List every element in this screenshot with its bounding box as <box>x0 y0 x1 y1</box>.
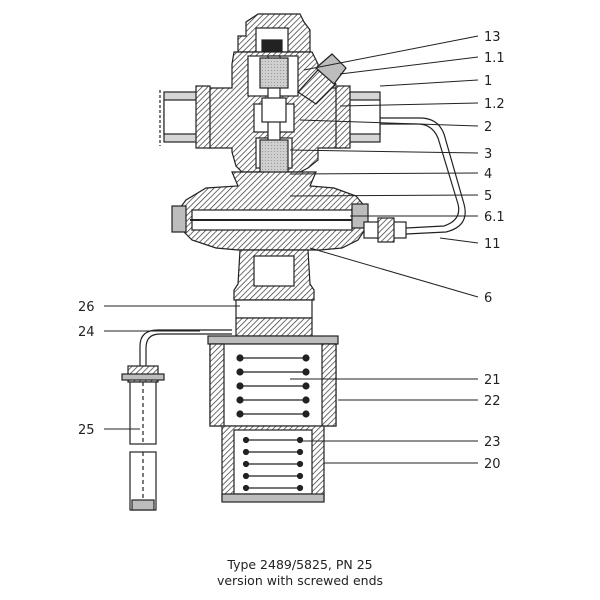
capillary-tube <box>139 329 232 368</box>
label-6-1: 6.1 <box>484 210 505 225</box>
label-5: 5 <box>484 189 492 204</box>
leader-lines <box>104 35 479 464</box>
right-pipe-connection <box>335 85 381 149</box>
label-6: 6 <box>484 291 492 306</box>
label-1-1: 1.1 <box>484 51 505 66</box>
label-1-2: 1.2 <box>484 97 505 112</box>
label-26: 26 <box>78 300 95 315</box>
label-22: 22 <box>484 394 501 409</box>
spring-lower <box>242 436 304 492</box>
label-2: 2 <box>484 120 492 135</box>
spring-housing <box>207 335 339 503</box>
lower-neck <box>233 249 315 337</box>
control-line <box>363 117 466 243</box>
label-11: 11 <box>484 237 501 252</box>
caption-type: Type 2489/5825, PN 25 <box>227 557 373 572</box>
label-21: 21 <box>484 373 501 388</box>
label-23: 23 <box>484 435 501 450</box>
diaphragm-housing <box>171 171 369 251</box>
label-20: 20 <box>484 457 501 472</box>
label-13: 13 <box>484 30 501 45</box>
label-4: 4 <box>484 167 492 182</box>
label-25: 25 <box>78 423 95 438</box>
caption-version: version with screwed ends <box>216 573 384 588</box>
label-3: 3 <box>484 147 492 162</box>
valve-top-cap <box>237 13 311 53</box>
diagonal-plug <box>297 53 347 105</box>
left-pipe-connection <box>159 85 211 149</box>
spring-upper <box>236 354 310 418</box>
label-1: 1 <box>484 74 492 89</box>
temperature-sensor <box>121 365 165 511</box>
label-24: 24 <box>78 325 95 340</box>
part-labels: 13 1.1 1 1.2 2 3 4 5 6.1 11 6 26 24 21 2… <box>78 30 505 472</box>
